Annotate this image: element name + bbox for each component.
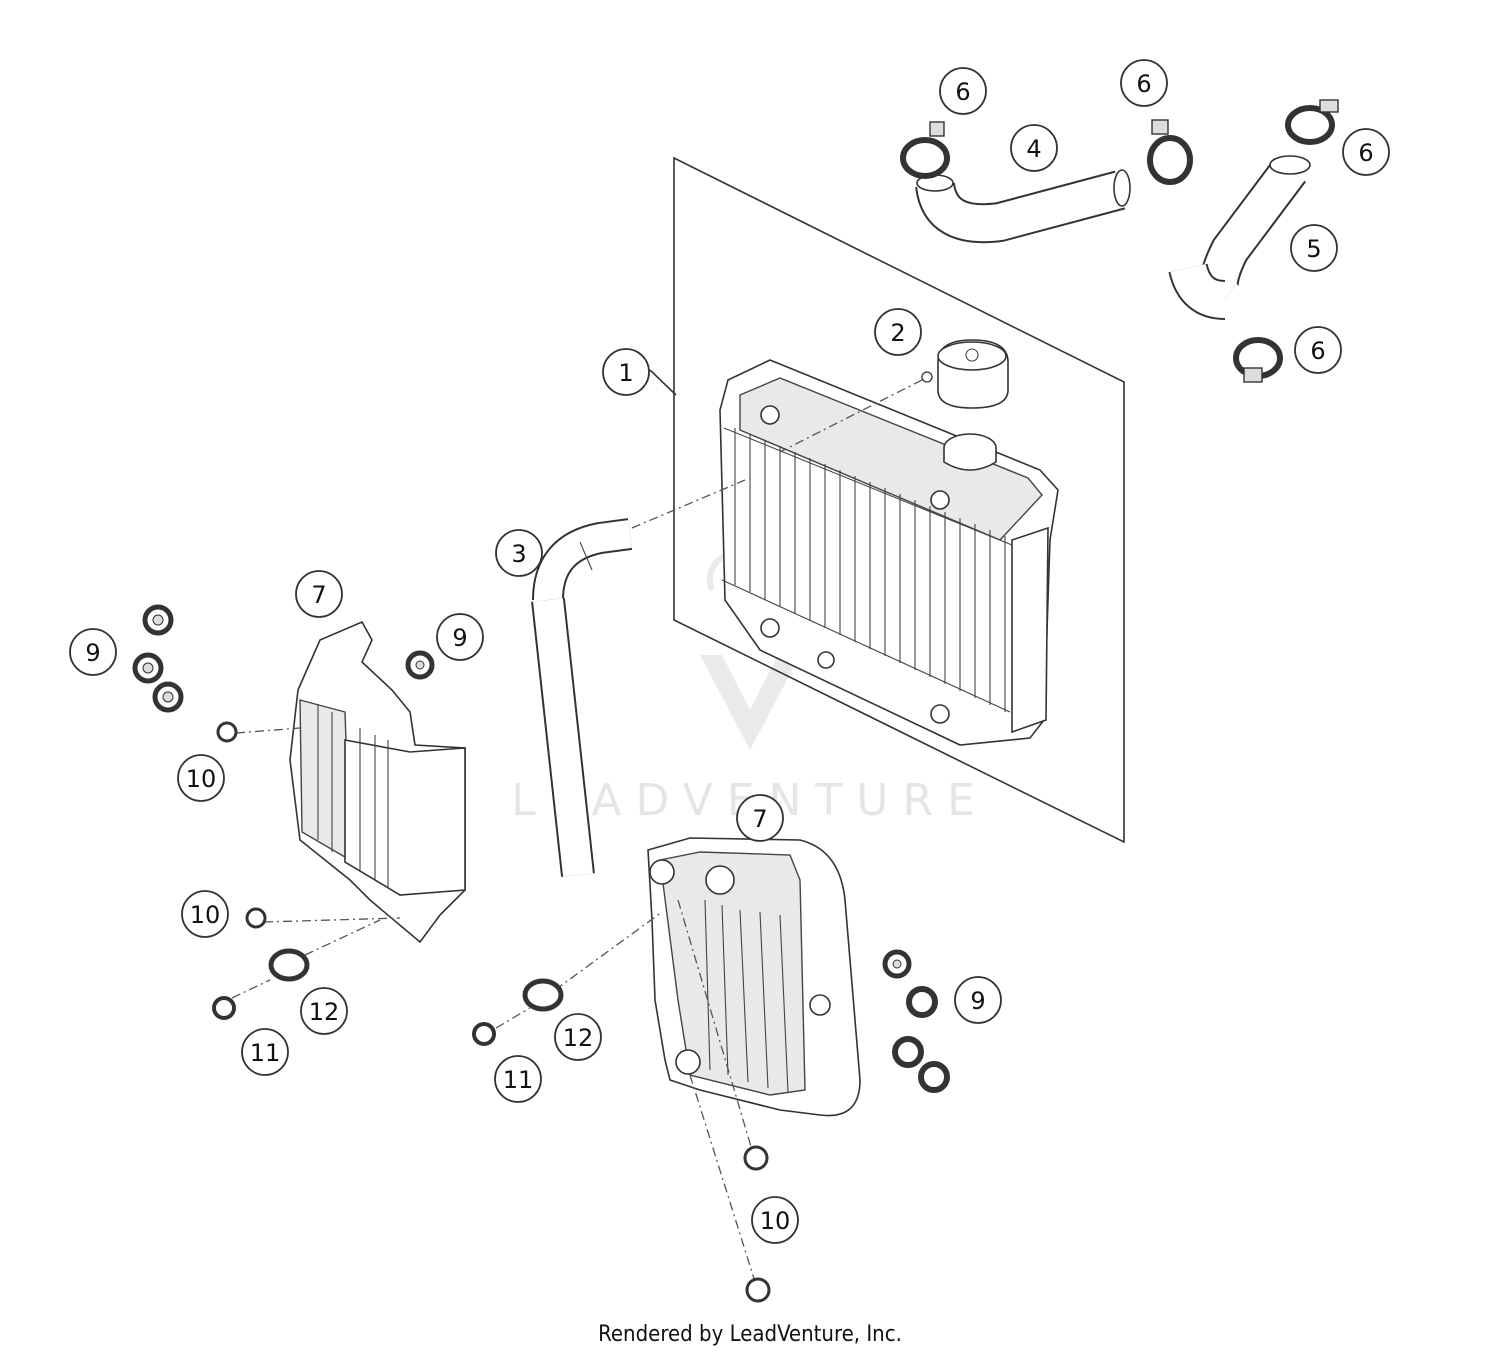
radiator-guard-left [289,620,466,944]
svg-text:6: 6 [1136,70,1151,98]
footer-credit: Rendered by LeadVenture, Inc. [598,1322,902,1347]
screw [743,1145,769,1171]
callout-5: 5 [1290,224,1338,272]
hose-clamp [1285,99,1339,145]
svg-text:9: 9 [85,639,100,667]
svg-text:7: 7 [752,805,767,833]
callout-6: 6 [1120,59,1168,107]
collar-nut [212,996,236,1020]
callout-10: 10 [751,1196,799,1244]
radiator-guard-right [647,837,861,1117]
callout-1: 1 [602,348,650,396]
svg-text:4: 4 [1026,135,1041,163]
nut [152,681,184,713]
callout-3: 3 [495,529,543,577]
screw [216,721,238,743]
hose-clamp [1147,119,1193,185]
grommet [522,978,564,1012]
callout-9: 9 [436,613,484,661]
nut [918,1061,950,1093]
callout-6: 6 [1342,128,1390,176]
svg-text:1: 1 [618,359,633,387]
svg-text:7: 7 [311,581,326,609]
svg-text:11: 11 [250,1039,281,1067]
svg-text:6: 6 [955,78,970,106]
radiator-cap [921,339,1009,409]
callout-2: 2 [874,308,922,356]
callout-9: 9 [954,976,1002,1024]
nut [892,1036,924,1068]
svg-text:6: 6 [1310,337,1325,365]
svg-text:9: 9 [452,624,467,652]
hose-5 [1168,155,1311,320]
collar-nut [472,1022,496,1046]
callout-4: 4 [1010,124,1058,172]
callout-6: 6 [1294,326,1342,374]
svg-text:12: 12 [309,998,340,1026]
hose-4 [915,169,1131,244]
svg-text:10: 10 [186,765,217,793]
callout-7: 7 [295,570,343,618]
svg-text:11: 11 [503,1066,534,1094]
callout-6: 6 [939,67,987,115]
svg-text:9: 9 [970,987,985,1015]
hose-clamp [1233,337,1283,383]
svg-text:10: 10 [760,1207,791,1235]
callout-10: 10 [181,890,229,938]
screw [245,907,267,929]
nut [142,604,174,636]
nut [405,650,435,680]
nut [882,949,912,979]
callout-10: 10 [177,754,225,802]
callout-12: 12 [300,987,348,1035]
callout-7: 7 [736,794,784,842]
svg-text:2: 2 [890,319,905,347]
nut [132,652,164,684]
svg-text:6: 6 [1358,139,1373,167]
callout-12: 12 [554,1013,602,1061]
radiator-kit-outline [673,156,1125,844]
overflow-hose [531,518,633,877]
screw [745,1277,771,1303]
svg-text:3: 3 [511,540,526,568]
radiator-assembly [673,156,1125,844]
svg-text:10: 10 [190,901,221,929]
callout-11: 11 [241,1028,289,1076]
callout-11: 11 [494,1055,542,1103]
callout-9: 9 [69,628,117,676]
svg-text:5: 5 [1306,235,1321,263]
hose-clamp [900,121,950,179]
nut [906,986,938,1018]
grommet [268,948,310,982]
svg-text:12: 12 [563,1024,594,1052]
